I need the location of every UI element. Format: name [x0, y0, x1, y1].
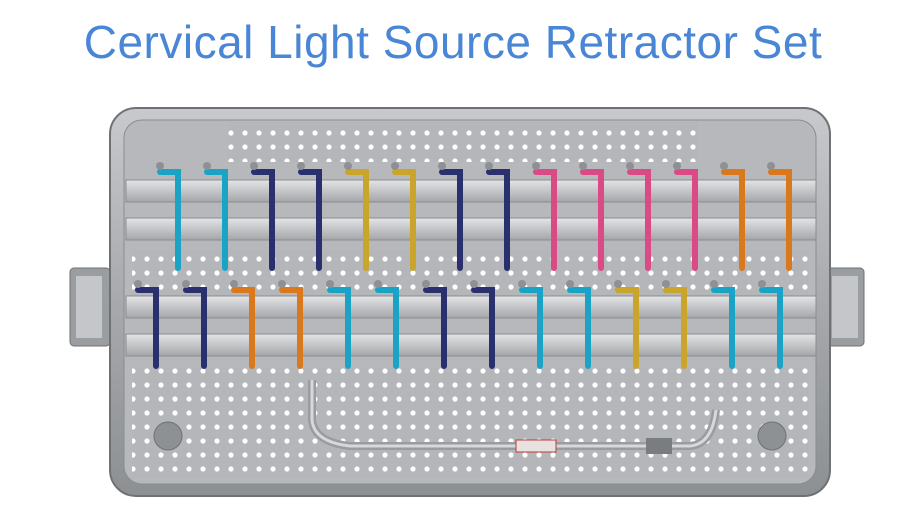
retractor-blade — [375, 287, 399, 369]
blade-screw — [134, 280, 142, 288]
tray-left-handle — [69, 267, 111, 347]
page-title: Cervical Light Source Retractor Set — [83, 16, 823, 68]
blade-screw — [391, 162, 399, 170]
retractor-blade — [615, 287, 639, 369]
retractor-blade — [204, 169, 228, 271]
blade-screw — [422, 280, 430, 288]
retractor-blade — [567, 287, 591, 369]
blade-screw — [614, 280, 622, 288]
blade-screw — [518, 280, 526, 288]
blade-screw — [710, 280, 718, 288]
retractor-blade — [533, 169, 557, 271]
blade-screw — [758, 280, 766, 288]
blade-screw — [203, 162, 211, 170]
blade-screw — [662, 280, 670, 288]
bottom-row-retractor-blades — [134, 280, 783, 369]
blade-screw — [438, 162, 446, 170]
retractor-blade — [298, 169, 322, 271]
blade-screw — [485, 162, 493, 170]
retractor-blade — [674, 169, 698, 271]
blade-screw — [326, 280, 334, 288]
retractor-blade — [279, 287, 303, 369]
retractor-blade — [423, 287, 447, 369]
blade-screw — [626, 162, 634, 170]
blade-screw — [470, 280, 478, 288]
retractor-blade — [721, 169, 745, 271]
retractor-blade — [157, 169, 181, 271]
retractor-blade — [183, 287, 207, 369]
retractor-blade — [345, 169, 369, 271]
retractor-blade — [327, 287, 351, 369]
retractor-blade — [768, 169, 792, 271]
top-row-retractor-blades — [156, 162, 792, 271]
retractor-blade — [471, 287, 495, 369]
blade-screw — [532, 162, 540, 170]
retractor-blade — [519, 287, 543, 369]
blade-screw — [278, 280, 286, 288]
cable-connector — [646, 438, 672, 454]
retractor-blade — [711, 287, 735, 369]
cable-label — [515, 439, 557, 453]
tray-right-handle — [823, 267, 865, 347]
tray-perforation-top — [228, 122, 698, 162]
blade-screw — [182, 280, 190, 288]
retractor-blade — [627, 169, 651, 271]
blade-screw — [566, 280, 574, 288]
retractor-blade — [251, 169, 275, 271]
blade-screw — [673, 162, 681, 170]
retractor-blade — [439, 169, 463, 271]
retractor-blade — [663, 287, 687, 369]
retractor-blade — [231, 287, 255, 369]
blade-screw — [230, 280, 238, 288]
light-source-cable — [308, 380, 720, 454]
blade-screw — [250, 162, 258, 170]
retractor-blade — [135, 287, 159, 369]
tray-foot-left — [153, 421, 183, 451]
retractor-blade — [580, 169, 604, 271]
blade-screw — [374, 280, 382, 288]
blade-screw — [767, 162, 775, 170]
blade-screw — [156, 162, 164, 170]
blade-screw — [344, 162, 352, 170]
retractor-blade — [486, 169, 510, 271]
blade-screw — [720, 162, 728, 170]
retractor-blade — [759, 287, 783, 369]
blade-screw — [297, 162, 305, 170]
retractor-blade — [392, 169, 416, 271]
blade-screw — [579, 162, 587, 170]
tray-perforation-bottom — [132, 368, 808, 478]
tray-foot-right — [757, 421, 787, 451]
